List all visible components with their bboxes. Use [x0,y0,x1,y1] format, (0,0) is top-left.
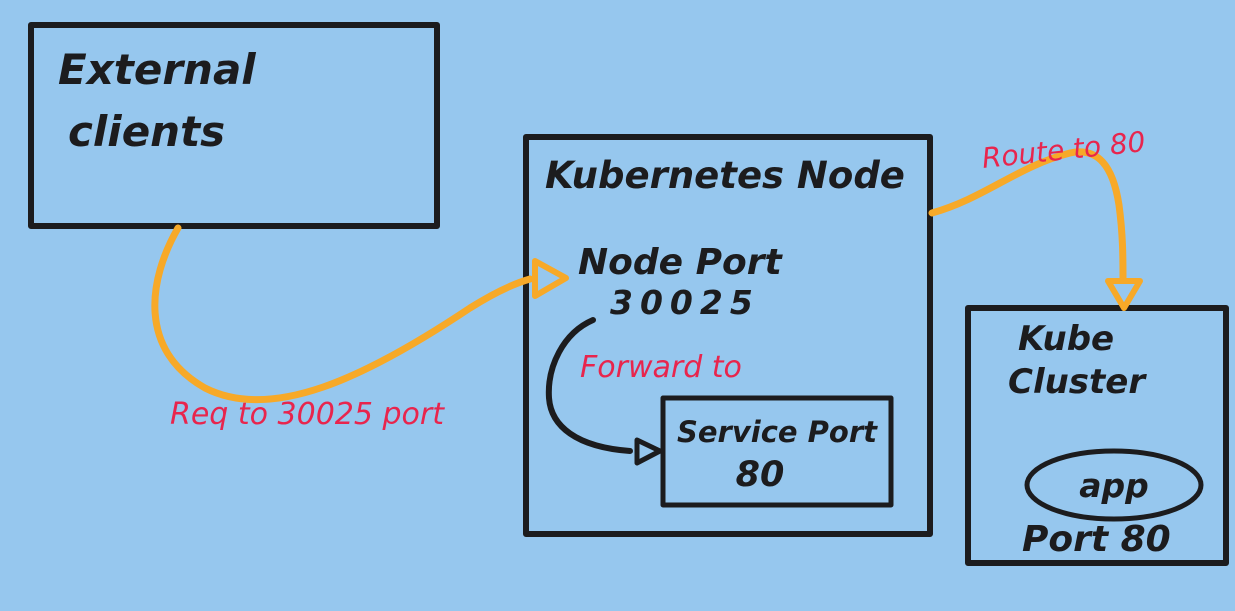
external-clients-box: External clients [28,22,440,229]
forward-arrow-label: Forward to [580,350,742,385]
kube-cluster-box: Kube Cluster app Port 80 [965,305,1229,566]
service-port-label: Service Port [677,415,878,449]
req-arrow-label: Req to 30025 port [170,397,445,432]
forward-arrowhead-icon [634,437,663,466]
kubernetes-node-title: Kubernetes Node [545,154,905,197]
service-port-box: Service Port 80 [660,395,894,508]
kube-cluster-rect [965,305,1229,566]
req-arrow: Req to 30025 port [151,224,569,432]
route-arrowhead-icon [1105,278,1143,311]
service-port-number: 80 [736,455,785,495]
external-clients-label-line2: clients [68,107,225,156]
route-arrow-line [928,148,1127,284]
kube-cluster-title-line2: Cluster [1008,362,1147,402]
req-arrowhead-icon [532,258,569,299]
kubernetes-node-box: Kubernetes Node Node Port 30025 [523,134,933,537]
kube-cluster-port-label: Port 80 [1022,519,1171,560]
forward-arrow: Forward to [545,317,742,466]
external-clients-label-line1: External [58,45,256,94]
route-arrow: Route to 80 [928,125,1147,311]
forward-arrow-line [545,317,633,454]
node-port-label: Node Port [578,242,783,283]
route-arrow-label: Route to 80 [980,125,1147,175]
app-label: app [1079,466,1149,505]
req-arrow-line [151,224,534,404]
node-port-number: 30025 [610,283,760,322]
kube-cluster-title-line1: Kube [1018,319,1114,359]
app-ellipse [1024,448,1204,522]
kubernetes-node-rect [523,134,933,537]
service-port-rect [660,395,894,508]
external-clients-rect [28,22,440,229]
